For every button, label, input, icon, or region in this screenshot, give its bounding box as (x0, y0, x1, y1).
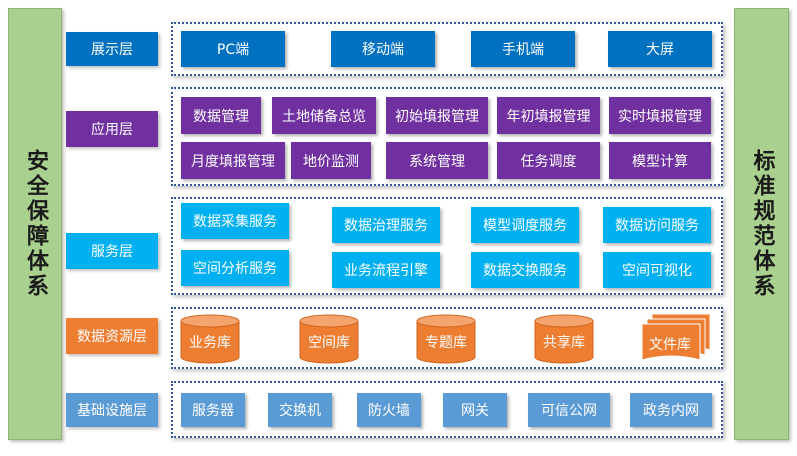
display-layer-label: 展示层 (66, 32, 158, 66)
big-screen-box: 大屏 (608, 31, 712, 67)
infrastructure-layer-label: 基础设施层 (66, 393, 158, 427)
shared-database-label: 共享库 (543, 335, 585, 351)
trusted-public-network-box: 可信公网 (528, 393, 610, 427)
data-resource-layer-label: 数据资源层 (66, 318, 158, 354)
service-layer-label: 服务层 (66, 233, 158, 269)
file-library: 文件库 (640, 312, 712, 364)
database-cylinder-icon (299, 314, 359, 364)
gateway-box: 网关 (443, 393, 507, 427)
model-calculation-box: 模型计算 (609, 142, 711, 179)
mobile-client-box: 移动端 (331, 31, 435, 67)
business-database-label: 业务库 (189, 335, 231, 351)
model-scheduling-service-box: 模型调度服务 (471, 207, 579, 243)
business-database: 业务库 (180, 314, 240, 364)
initial-report-management-box: 初始填报管理 (386, 97, 488, 134)
data-exchange-service-box: 数据交换服务 (471, 252, 579, 288)
spatial-visualization-box: 空间可视化 (603, 252, 711, 288)
data-collection-service-box: 数据采集服务 (181, 203, 289, 239)
land-reserve-overview-box: 土地储备总览 (272, 97, 376, 134)
annual-report-management-box: 年初填报管理 (497, 97, 600, 134)
government-intranet-box: 政务内网 (630, 393, 712, 427)
phone-client-box: 手机端 (471, 31, 575, 67)
database-cylinder-icon (416, 314, 476, 364)
land-price-monitoring-box: 地价监测 (291, 142, 371, 179)
application-layer-label: 应用层 (66, 111, 158, 147)
data-access-service-box: 数据访问服务 (603, 207, 711, 243)
shared-database: 共享库 (534, 314, 594, 364)
standards-system-sidebar: 标准规范体系 (734, 8, 789, 440)
stacked-documents-icon (641, 313, 711, 361)
pc-client-box: PC端 (181, 31, 285, 67)
firewall-box: 防火墙 (357, 393, 421, 427)
security-system-sidebar: 安全保障体系 (8, 8, 62, 440)
monthly-report-management-box: 月度填报管理 (181, 142, 285, 179)
task-scheduling-box: 任务调度 (497, 142, 600, 179)
server-box: 服务器 (181, 393, 245, 427)
system-management-box: 系统管理 (386, 142, 488, 179)
security-system-title: 安全保障体系 (23, 149, 48, 299)
data-management-box: 数据管理 (181, 97, 261, 134)
data-governance-service-box: 数据治理服务 (332, 207, 440, 243)
thematic-database: 专题库 (416, 314, 476, 364)
spatial-database: 空间库 (299, 314, 359, 364)
spatial-database-label: 空间库 (308, 335, 350, 351)
standards-system-title: 标准规范体系 (749, 149, 775, 299)
realtime-report-management-box: 实时填报管理 (609, 97, 711, 134)
business-process-engine-box: 业务流程引擎 (332, 252, 440, 288)
switch-box: 交换机 (268, 393, 332, 427)
file-library-label: 文件库 (649, 337, 691, 353)
database-cylinder-icon (534, 314, 594, 364)
database-cylinder-icon (180, 314, 240, 364)
spatial-analysis-service-box: 空间分析服务 (181, 250, 289, 286)
thematic-database-label: 专题库 (425, 335, 467, 351)
